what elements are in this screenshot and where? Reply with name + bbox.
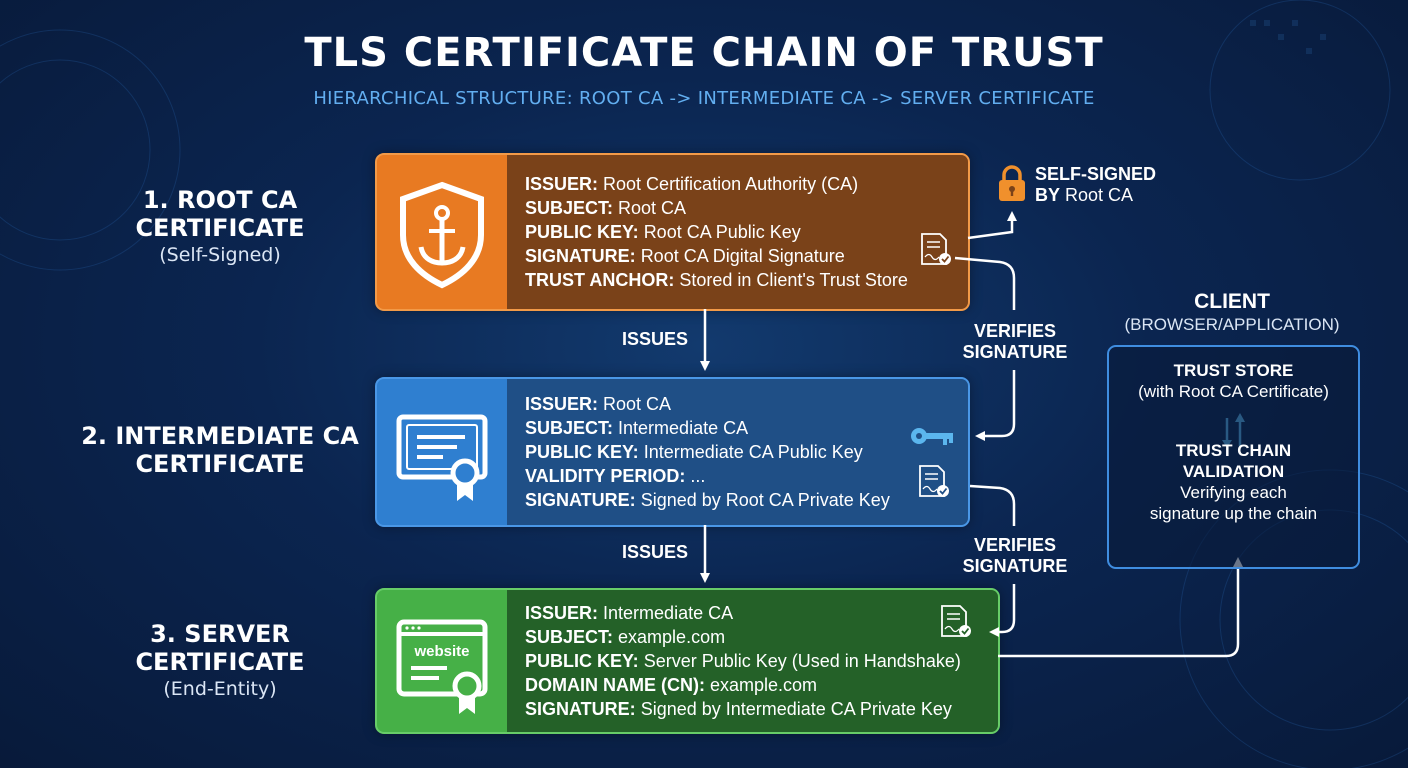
certificate-icon [396, 414, 488, 501]
trust-store-label: TRUST STORE [1173, 361, 1294, 380]
validation-note-2: signature up the chain [1149, 504, 1318, 523]
validation-label-2: VALIDATION [1182, 462, 1285, 481]
stage-label-root: 1. ROOT CA CERTIFICATE (Self-Signed) [110, 186, 330, 266]
intermediate-field: SUBJECT: Intermediate CA [525, 418, 749, 438]
issues-label-2: ISSUES [621, 542, 689, 562]
intermediate-field: SIGNATURE: Signed by Root CA Private Key [525, 490, 890, 510]
root-field: PUBLIC KEY: Root CA Public Key [525, 222, 801, 242]
page-subtitle: HIERARCHICAL STRUCTURE: ROOT CA -> INTER… [313, 88, 1095, 109]
website-label: website [413, 643, 469, 660]
server-field: DOMAIN NAME (CN): example.com [525, 675, 818, 695]
page-title: TLS CERTIFICATE CHAIN OF TRUST [304, 30, 1104, 76]
stage-server-line2: CERTIFICATE [135, 648, 305, 676]
stage-intermediate-line2: CERTIFICATE [135, 450, 305, 478]
root-field: SIGNATURE: Root CA Digital Signature [525, 246, 845, 266]
stage-label-server: 3. SERVER CERTIFICATE (End-Entity) [110, 620, 330, 700]
issues-label-1: ISSUES [621, 329, 689, 349]
root-field: TRUST ANCHOR: Stored in Client's Trust S… [525, 270, 908, 290]
stage-root-note: (Self-Signed) [159, 244, 281, 266]
client-box: TRUST STORE (with Root CA Certificate) T… [1107, 345, 1360, 569]
validation-note-1: Verifying each [1180, 483, 1287, 502]
validation-label-1: TRUST CHAIN [1175, 441, 1292, 460]
server-certificate-card: website ISSUER: Intermediate CA SUBJECT:… [375, 588, 1000, 734]
stage-root-line2: CERTIFICATE [135, 214, 305, 242]
stage-server-line1: 3. SERVER [150, 620, 290, 648]
stage-intermediate-line1: 2. INTERMEDIATE CA [81, 422, 359, 450]
server-field: ISSUER: Intermediate CA [525, 603, 734, 623]
verifies-signature-label-1: VERIFIES SIGNATURE [962, 321, 1068, 362]
root-ca-card: ISSUER: Root Certification Authority (CA… [375, 153, 970, 311]
intermediate-ca-card: ISSUER: Root CA SUBJECT: Intermediate CA… [375, 377, 970, 527]
shield-anchor-icon [400, 181, 484, 289]
stage-label-intermediate: 2. INTERMEDIATE CA CERTIFICATE [70, 422, 370, 478]
server-field: SIGNATURE: Signed by Intermediate CA Pri… [525, 699, 952, 719]
intermediate-field: VALIDITY PERIOD: ... [525, 466, 706, 486]
intermediate-field: ISSUER: Root CA [525, 394, 672, 414]
stage-root-line1: 1. ROOT CA [142, 186, 298, 214]
root-field: SUBJECT: Root CA [525, 198, 687, 218]
server-field: PUBLIC KEY: Server Public Key (Used in H… [525, 651, 961, 671]
client-title: CLIENT (BROWSER/APPLICATION) [1124, 290, 1340, 334]
intermediate-field: PUBLIC KEY: Intermediate CA Public Key [525, 442, 863, 462]
verifies-signature-label-2: VERIFIES SIGNATURE [962, 535, 1068, 576]
website-certificate-icon: website [396, 619, 488, 714]
trust-store-note: (with Root CA Certificate) [1138, 382, 1329, 401]
self-signed-label: SELF-SIGNED BY Root CA [1035, 164, 1157, 205]
server-field: SUBJECT: example.com [525, 627, 726, 647]
stage-server-note: (End-Entity) [163, 678, 277, 700]
root-field: ISSUER: Root Certification Authority (CA… [525, 174, 859, 194]
